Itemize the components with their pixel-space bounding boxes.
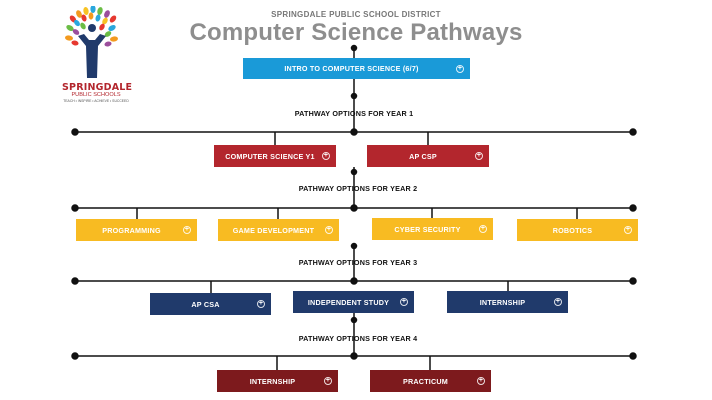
plus-circle-icon[interactable]: + [322, 152, 330, 160]
course-label: AP CSA [191, 299, 220, 309]
plus-circle-icon[interactable]: + [400, 298, 408, 306]
course-label: COMPUTER SCIENCE Y1 [225, 151, 315, 161]
plus-circle-icon[interactable]: + [475, 152, 483, 160]
plus-circle-icon[interactable]: + [456, 64, 464, 73]
tree-people-logo-icon [65, 6, 118, 78]
course-label: CYBER SECURITY [394, 224, 461, 234]
plus-circle-icon[interactable]: + [554, 298, 562, 306]
course-box-programming[interactable]: PROGRAMMING + [76, 219, 197, 241]
course-box-robotics[interactable]: ROBOTICS + [517, 219, 638, 241]
logo-name: SPRINGDALE [62, 82, 133, 93]
course-label: AP CSP [409, 151, 437, 161]
course-label: INDEPENDENT STUDY [307, 297, 390, 307]
year-3-heading: PATHWAY OPTIONS FOR YEAR 3 [298, 258, 418, 267]
course-box-cyber-security[interactable]: CYBER SECURITY + [372, 218, 493, 240]
course-box-game-development[interactable]: GAME DEVELOPMENT + [218, 219, 339, 241]
year-2-heading: PATHWAY OPTIONS FOR YEAR 2 [298, 184, 418, 193]
plus-circle-icon[interactable]: + [479, 225, 487, 233]
course-label: INTERNSHIP [479, 297, 526, 307]
course-box-computer-science-y1[interactable]: COMPUTER SCIENCE Y1 + [214, 145, 336, 167]
district-name: SPRINGDALE PUBLIC SCHOOL DISTRICT [271, 10, 441, 19]
course-box-ap-csa[interactable]: AP CSA + [150, 293, 271, 315]
plus-circle-icon[interactable]: + [477, 377, 485, 385]
course-box-internship-y3[interactable]: INTERNSHIP + [447, 291, 568, 313]
plus-circle-icon[interactable]: + [183, 226, 191, 234]
course-box-practicum[interactable]: PRACTICUM + [370, 370, 491, 392]
course-label: GAME DEVELOPMENT [232, 225, 315, 235]
plus-circle-icon[interactable]: + [324, 377, 332, 385]
course-label: INTERNSHIP [249, 376, 296, 386]
logo-subtitle: PUBLIC SCHOOLS [71, 92, 121, 98]
year-4-heading: PATHWAY OPTIONS FOR YEAR 4 [298, 334, 418, 343]
logo-tagline: TEACH • INSPIRE • ACHIEVE • SUCCEED [63, 99, 129, 103]
course-label: ROBOTICS [552, 225, 593, 235]
district-logo: SPRINGDALE PUBLIC SCHOOLS TEACH • INSPIR… [62, 6, 133, 103]
plus-circle-icon[interactable]: + [325, 226, 333, 234]
course-box-independent-study[interactable]: INDEPENDENT STUDY + [293, 291, 414, 313]
course-label: PROGRAMMING [102, 225, 161, 235]
course-box-internship-y4[interactable]: INTERNSHIP + [217, 370, 338, 392]
year-1-heading: PATHWAY OPTIONS FOR YEAR 1 [294, 109, 414, 118]
intro-course-box[interactable]: INTRO TO COMPUTER SCIENCE (6/7) + [243, 58, 470, 79]
plus-circle-icon[interactable]: + [257, 300, 265, 308]
course-box-ap-csp[interactable]: AP CSP + [367, 145, 489, 167]
course-label: PRACTICUM [403, 376, 448, 386]
intro-course-label: INTRO TO COMPUTER SCIENCE (6/7) [284, 64, 419, 73]
plus-circle-icon[interactable]: + [624, 226, 632, 234]
page-title: Computer Science Pathways [189, 19, 523, 46]
